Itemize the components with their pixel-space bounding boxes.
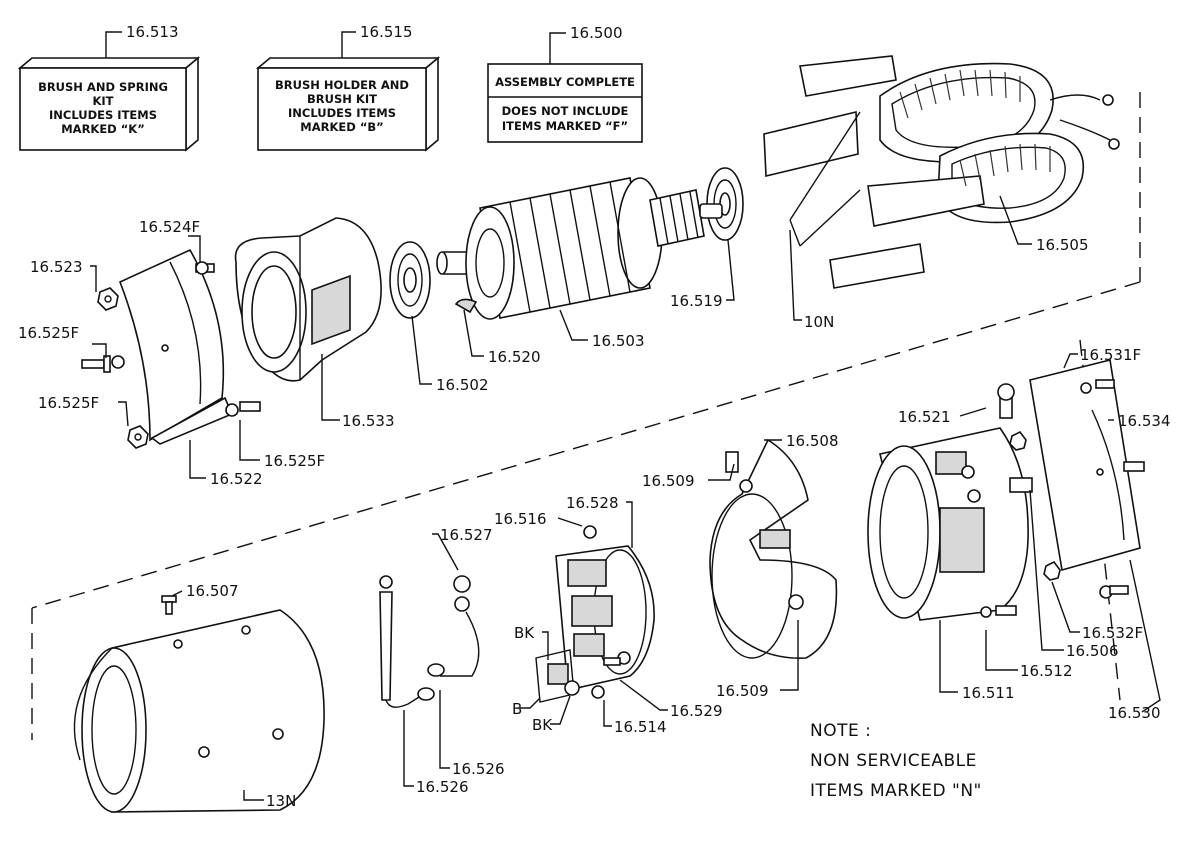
nut (127, 425, 149, 449)
kit-line: INCLUDES ITEMS (288, 106, 396, 120)
part-label-16-505: 16.505 (1036, 236, 1089, 254)
lead-wire (379, 575, 435, 708)
kit-line: BRUSH KIT (307, 92, 377, 106)
part-label-16-519: 16.519 (670, 292, 723, 310)
kit-number-16-500: 16.500 (570, 24, 623, 42)
part-label-16-512: 16.512 (1020, 662, 1073, 680)
kit-line: INCLUDES ITEMS (49, 108, 157, 122)
part-label-16-530: 16.530 (1108, 704, 1161, 722)
part-label-16-502: 16.502 (436, 376, 489, 394)
kit-line: BRUSH AND SPRING (38, 80, 168, 94)
kit-title: ASSEMBLY COMPLETE (495, 75, 635, 89)
cover-band-clamp (709, 438, 838, 659)
part-labels: 16.524F 16.523 16.525F 16.525F 16.525F 1… (18, 218, 1171, 810)
kit-line: ITEMS MARKED “F” (502, 119, 628, 133)
lead-wire (427, 575, 480, 677)
kit-line: DOES NOT INCLUDE (502, 104, 629, 118)
kit-line: MARKED “B” (300, 120, 383, 134)
part-label-BK: BK (532, 716, 553, 734)
note-title: NOTE : (810, 721, 871, 741)
part-label-16-511: 16.511 (962, 684, 1015, 702)
screw (161, 595, 177, 615)
leader-lines (90, 195, 1161, 801)
part-label-16-534: 16.534 (1118, 412, 1171, 430)
end-plate (1009, 359, 1145, 599)
part-label-16-526: 16.526 (452, 760, 505, 778)
part-label-16-521: 16.521 (898, 408, 951, 426)
kit-number-16-513: 16.513 (126, 23, 179, 41)
note-line: ITEMS MARKED "N" (810, 781, 982, 801)
cover-band (73, 609, 325, 813)
part-label-16-507: 16.507 (186, 582, 239, 600)
part-label-BK: BK (514, 624, 535, 642)
brush-plate (118, 248, 234, 445)
part-label-16-527: 16.527 (440, 526, 493, 544)
bearing (389, 241, 431, 319)
part-label-16-506: 16.506 (1066, 642, 1119, 660)
brush-holder-assembly (535, 525, 655, 703)
part-label-16-528: 16.528 (566, 494, 619, 512)
kit-box-brush-holder: 16.515 BRUSH HOLDER AND BRUSH KIT INCLUD… (255, 23, 441, 152)
screw (195, 261, 215, 275)
part-label-16-532F: 16.532F (1082, 624, 1143, 642)
part-label-16-525F: 16.525F (38, 394, 99, 412)
part-label-16-516: 16.516 (494, 510, 547, 528)
part-label-16-508: 16.508 (786, 432, 839, 450)
part-label-16-509: 16.509 (716, 682, 769, 700)
part-label-16-529: 16.529 (670, 702, 723, 720)
part-label-16-520: 16.520 (488, 348, 541, 366)
part-label-16-525F: 16.525F (264, 452, 325, 470)
kit-box-brush-spring: 16.513 BRUSH AND SPRING KIT INCLUDES ITE… (17, 23, 201, 152)
note-line: NON SERVICEABLE (810, 751, 977, 771)
part-label-16-526: 16.526 (416, 778, 469, 796)
kit-line: MARKED “K” (61, 122, 145, 136)
part-label-16-503: 16.503 (592, 332, 645, 350)
part-label-16-514: 16.514 (614, 718, 667, 736)
screw (81, 355, 125, 373)
part-label-16-531F: 16.531F (1080, 346, 1141, 364)
part-label-B: B (512, 700, 522, 718)
part-label-10N: 10N (804, 313, 834, 331)
field-coil-assembly (763, 55, 1120, 289)
part-label-13N: 13N (266, 792, 296, 810)
armature (436, 177, 723, 320)
part-label-16-522: 16.522 (210, 470, 263, 488)
nut (97, 287, 119, 311)
part-label-16-525F: 16.525F (18, 324, 79, 342)
part-label-16-523: 16.523 (30, 258, 83, 276)
kit-number-16-515: 16.515 (360, 23, 413, 41)
kit-box-assembly-complete: 16.500 ASSEMBLY COMPLETE DOES NOT INCLUD… (487, 24, 643, 143)
part-label-16-533: 16.533 (342, 412, 395, 430)
note-block: NOTE : NON SERVICEABLE ITEMS MARKED "N" (810, 721, 982, 801)
motor-frame (867, 383, 1033, 621)
kit-line: BRUSH HOLDER AND (275, 78, 409, 92)
kit-line: KIT (92, 94, 113, 108)
part-label-16-524F: 16.524F (139, 218, 200, 236)
end-housing (234, 217, 382, 382)
screw (225, 401, 261, 417)
part-label-16-509: 16.509 (642, 472, 695, 490)
